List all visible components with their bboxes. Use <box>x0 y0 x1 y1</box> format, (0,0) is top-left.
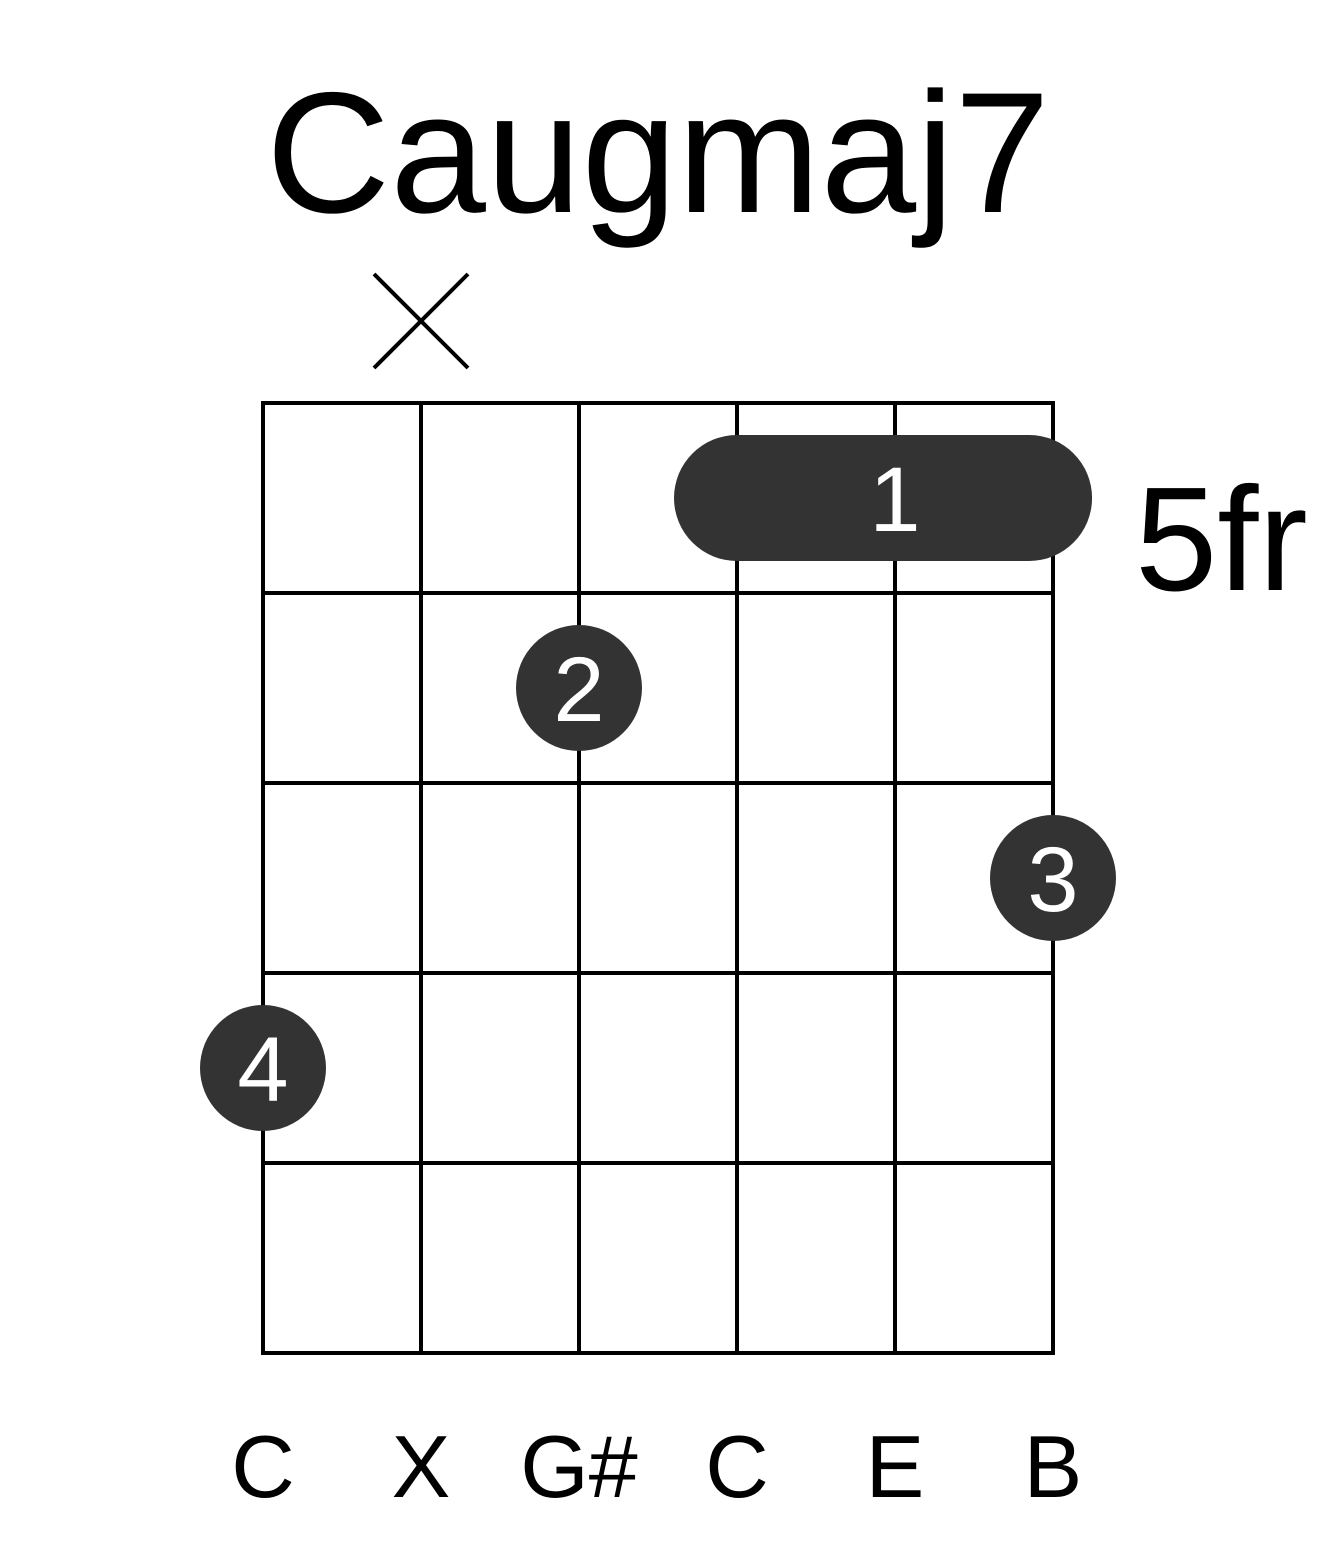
finger-dot <box>516 625 642 751</box>
barre-bar <box>674 435 1093 561</box>
mute-x-icon <box>372 272 470 370</box>
finger-marker: 2 <box>516 625 642 751</box>
mute-markers <box>372 272 470 370</box>
string-note-label: E <box>866 1417 925 1516</box>
finger-number: 4 <box>237 1019 288 1121</box>
finger-number: 3 <box>1027 829 1078 931</box>
string-note-label: C <box>231 1417 295 1516</box>
fret-lines <box>261 401 1055 1355</box>
string-note-label: C <box>705 1417 769 1516</box>
finger-marker: 4 <box>200 1005 326 1131</box>
finger-dot <box>990 815 1116 941</box>
barre: 1 <box>674 435 1093 561</box>
finger-markers: 2 3 4 <box>200 625 1116 1131</box>
finger-dot <box>200 1005 326 1131</box>
chord-title: Caugmaj7 <box>266 57 1050 249</box>
string-note-label: X <box>392 1417 451 1516</box>
string-note-label: B <box>1024 1417 1083 1516</box>
finger-marker: 3 <box>990 815 1116 941</box>
barre-finger-number: 1 <box>869 449 920 551</box>
fret-position-label: 5fr <box>1135 457 1308 622</box>
finger-number: 2 <box>553 639 604 741</box>
string-note-label: G# <box>520 1417 637 1516</box>
